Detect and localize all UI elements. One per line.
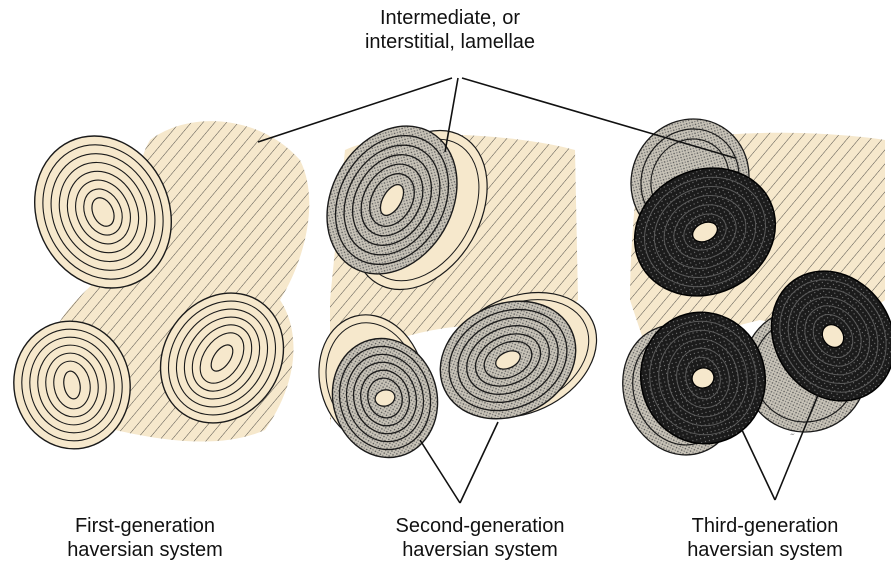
leader-third-2 xyxy=(774,394,819,501)
label-first-line1: First-generation xyxy=(74,515,216,537)
label-interstitial-lamellae: Intermediate, or interstitial, lamellae xyxy=(320,6,580,54)
leader-second-2 xyxy=(459,421,499,504)
panel-second-generation xyxy=(318,125,598,459)
leader-third-1 xyxy=(741,429,776,501)
label-second-generation: Second-generation haversian system xyxy=(350,514,610,562)
label-first-line2: haversian system xyxy=(67,539,223,561)
label-third-generation: Third-generation haversian system xyxy=(640,514,890,562)
panel-first-generation xyxy=(13,121,310,450)
leader-interstitial-1 xyxy=(257,77,453,143)
label-second-line2: haversian system xyxy=(402,539,558,561)
label-interstitial-line1: Intermediate, or xyxy=(379,7,521,29)
osteon-first-b xyxy=(13,320,131,450)
label-third-line2: haversian system xyxy=(687,539,843,561)
osteon-third-b xyxy=(639,311,767,445)
osteon-second-d xyxy=(331,337,439,459)
osteon-third-a xyxy=(633,167,777,297)
label-second-line1: Second-generation xyxy=(395,515,565,537)
artist-signature: ~ xyxy=(789,430,796,439)
panel-third-generation xyxy=(622,118,891,456)
leader-interstitial-3 xyxy=(461,77,736,159)
leader-second-1 xyxy=(419,439,461,504)
osteon-second-c xyxy=(439,300,577,420)
osteon-third-c xyxy=(770,270,891,402)
osteon-second-a xyxy=(326,125,458,275)
label-first-generation: First-generation haversian system xyxy=(20,514,270,562)
leader-lines xyxy=(257,77,819,504)
osteon-first-a xyxy=(34,135,172,289)
label-interstitial-line2: interstitial, lamellae xyxy=(364,31,536,53)
osteon-first-c xyxy=(159,292,285,424)
label-third-line1: Third-generation xyxy=(691,515,839,537)
leader-interstitial-2 xyxy=(444,77,459,153)
